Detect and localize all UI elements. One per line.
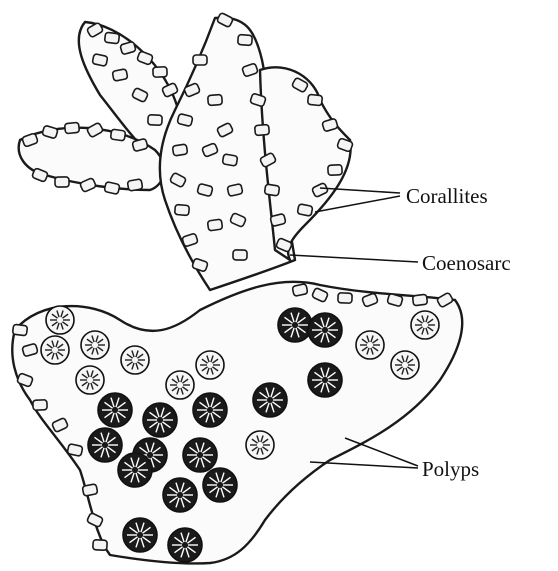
branch-right xyxy=(260,67,351,260)
polyp-rosette xyxy=(123,518,157,552)
corallite-cup xyxy=(208,95,223,106)
corallite-cup xyxy=(104,182,120,195)
polyp-rosette xyxy=(163,478,197,512)
corallite-cup xyxy=(412,294,427,306)
leader-coenosarc xyxy=(290,255,418,262)
polyp-rosette xyxy=(196,351,224,379)
corallite-cup xyxy=(238,35,253,46)
label-corallites: Corallites xyxy=(406,184,488,208)
corallite-cup xyxy=(153,67,167,77)
corallite-cup xyxy=(297,204,313,216)
corallite-cup xyxy=(104,32,119,44)
corallite-cup xyxy=(292,284,308,297)
corallite-cup xyxy=(338,293,352,303)
polyp-rosette xyxy=(356,331,384,359)
colony-base xyxy=(12,282,462,564)
polyp-rosette xyxy=(121,346,149,374)
leader-polyps-1 xyxy=(345,438,418,466)
corallite-cup xyxy=(227,184,243,197)
corallite-cup xyxy=(148,115,163,126)
label-polyps: Polyps xyxy=(422,457,479,481)
corallite-cup xyxy=(67,444,83,457)
polyp-rosette xyxy=(278,308,312,342)
polyp-rosette xyxy=(193,393,227,427)
corallite-cup xyxy=(127,179,143,191)
corallite-cup xyxy=(207,219,222,231)
corallite-cup xyxy=(65,122,80,133)
corallite-cup xyxy=(172,144,187,156)
polyp-rosette xyxy=(166,371,194,399)
corallite-cup xyxy=(33,400,47,410)
polyp-rosette xyxy=(118,453,152,487)
polyp-rosette xyxy=(168,528,202,562)
polyp-rosette xyxy=(183,438,217,472)
polyp-rosette xyxy=(81,331,109,359)
corallite-cup xyxy=(233,250,247,260)
polyp-rosette xyxy=(411,311,439,339)
corallite-cup xyxy=(193,55,207,65)
corallite-cup xyxy=(110,129,125,141)
polyp-rosette xyxy=(76,366,104,394)
corallite-cup xyxy=(55,177,69,187)
polyp-rosette xyxy=(246,431,274,459)
polyp-rosette xyxy=(88,428,122,462)
corallite-cup xyxy=(222,154,238,166)
corallite-cup xyxy=(12,324,27,336)
polyp-rosette xyxy=(253,383,287,417)
polyp-rosette xyxy=(98,393,132,427)
polyp-rosette xyxy=(46,306,74,334)
corallite-cup xyxy=(255,124,270,135)
corallite-cup xyxy=(175,204,190,215)
corallite-cup xyxy=(93,540,108,551)
corallite-cup xyxy=(264,184,279,196)
polyp-rosette xyxy=(308,313,342,347)
corallite-cup xyxy=(328,165,343,176)
polyp-rosette xyxy=(391,351,419,379)
corallite-cup xyxy=(92,54,108,67)
corallite-cup xyxy=(112,69,128,81)
corallite-cup xyxy=(82,484,98,496)
polyp-rosette xyxy=(203,468,237,502)
label-coenosarc: Coenosarc xyxy=(422,251,511,275)
polyp-rosette xyxy=(41,336,69,364)
polyp-rosette xyxy=(143,403,177,437)
corallite-cup xyxy=(308,94,323,105)
leader-polyps-2 xyxy=(310,462,418,468)
polyp-rosette xyxy=(308,363,342,397)
